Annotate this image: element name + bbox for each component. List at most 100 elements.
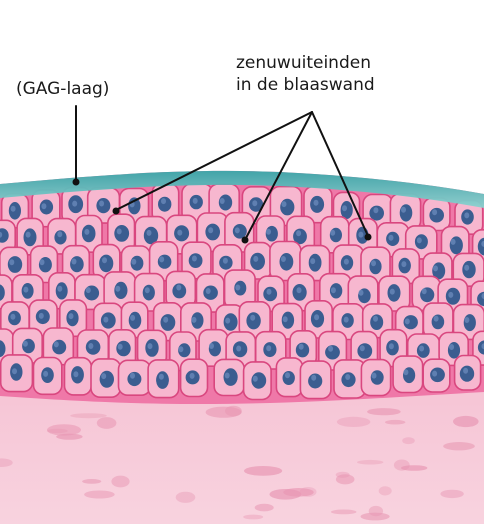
cell-nucleus [56, 282, 68, 299]
nucleus-highlight [178, 346, 183, 352]
nucleus-highlight [299, 344, 304, 350]
nucleus-highlight [342, 205, 347, 211]
nucleus-highlight [99, 201, 104, 207]
nucleus-highlight [282, 201, 287, 207]
cell-nucleus [24, 228, 37, 246]
nucleus-highlight [190, 373, 195, 379]
nucleus-highlight [359, 290, 364, 296]
nucleus-highlight [159, 374, 164, 380]
cell-nucleus [250, 253, 265, 270]
nucleus-highlight [101, 373, 106, 379]
nucleus-highlight [432, 371, 437, 377]
nucleus-highlight [57, 286, 62, 292]
nucleus-highlight [253, 256, 258, 262]
connective-tissue-spot [176, 492, 196, 503]
nucleus-highlight [419, 346, 424, 352]
cell-nucleus [462, 261, 475, 278]
nucleus-highlight [250, 315, 255, 321]
nucleus-highlight [449, 344, 454, 350]
cell-nucleus [100, 371, 114, 388]
cell-nucleus [99, 255, 113, 273]
nucleus-highlight [84, 229, 89, 235]
nucleus-highlight [88, 343, 93, 349]
nucleus-highlight [448, 292, 453, 298]
nucleus-highlight [331, 287, 336, 293]
nucleus-highlight [12, 368, 17, 374]
nucleus-highlight [206, 288, 211, 294]
connective-tissue-spot [84, 491, 115, 499]
nucleus-highlight [40, 259, 45, 265]
nucleus-highlight [432, 209, 437, 215]
nucleus-highlight [297, 287, 302, 293]
nucleus-highlight [39, 313, 44, 319]
nerve-endings-label-line2: in de blaaswand [236, 74, 375, 96]
cell-nucleus [70, 256, 84, 272]
nucleus-highlight [192, 317, 197, 323]
connective-tissue-spot [243, 515, 263, 520]
nucleus-highlight [54, 341, 59, 347]
cell-nucleus [280, 199, 294, 216]
nucleus-highlight [148, 343, 153, 349]
nucleus-highlight [117, 228, 122, 234]
nucleus-highlight [451, 239, 456, 245]
cell-nucleus [52, 340, 66, 355]
nucleus-highlight [401, 261, 406, 267]
nucleus-highlight [72, 259, 77, 265]
nucleus-highlight [405, 318, 410, 324]
nucleus-highlight [41, 203, 46, 209]
nucleus-highlight [130, 373, 135, 379]
nucleus-highlight [422, 288, 427, 294]
nerve-endings-label: zenuwuiteinden in de blaaswand [236, 52, 375, 96]
cell-nucleus [460, 366, 474, 382]
nucleus-highlight [266, 229, 271, 235]
nucleus-highlight [73, 371, 78, 377]
nucleus-highlight [371, 260, 376, 266]
connective-tissue-spot [443, 442, 475, 450]
nucleus-highlight [236, 346, 241, 352]
nucleus-highlight [102, 257, 107, 263]
nerve-ending-marker-3 [365, 234, 372, 241]
connective-tissue-spot [283, 488, 313, 497]
connective-tissue-spot [255, 504, 274, 512]
connective-tissue-spot [225, 406, 242, 417]
urothelium [0, 171, 484, 404]
nucleus-highlight [235, 285, 240, 291]
cell-nucleus [203, 286, 218, 300]
cell-nucleus [84, 286, 99, 301]
cell-nucleus [429, 208, 444, 223]
nucleus-highlight [401, 207, 406, 213]
cell-nucleus [96, 198, 110, 213]
cell-nucleus [114, 225, 129, 242]
connective-tissue-spot [453, 416, 479, 427]
nucleus-highlight [72, 201, 77, 207]
cell-nucleus [246, 312, 260, 329]
nucleus-highlight [103, 317, 108, 323]
nucleus-highlight [69, 313, 74, 319]
nucleus-highlight [345, 374, 350, 380]
nucleus-highlight [464, 317, 469, 323]
nucleus-highlight [281, 256, 286, 262]
connective-tissue-spot [379, 486, 392, 495]
nucleus-highlight [176, 285, 181, 291]
connective-tissue-spot [70, 413, 107, 418]
cell-nucleus [280, 253, 294, 271]
cell-nucleus [156, 371, 169, 389]
nucleus-highlight [115, 286, 120, 292]
nucleus-highlight [403, 369, 408, 375]
gag-marker-dot [73, 179, 80, 186]
nucleus-highlight [223, 258, 228, 264]
nucleus-highlight [464, 265, 469, 271]
connective-tissue-spot [367, 408, 401, 415]
nucleus-highlight [26, 232, 31, 238]
gag-layer-label: (GAG-laag) [16, 78, 109, 100]
nucleus-highlight [373, 316, 378, 322]
nucleus-highlight [131, 259, 136, 265]
cell-nucleus [8, 256, 22, 273]
cell-nucleus [158, 255, 172, 269]
cell-nucleus [357, 343, 372, 358]
nucleus-highlight [163, 317, 168, 323]
nucleus-highlight [208, 227, 213, 233]
connective-tissue-spot [402, 437, 415, 444]
nucleus-highlight [57, 231, 62, 237]
nucleus-highlight [360, 345, 365, 351]
